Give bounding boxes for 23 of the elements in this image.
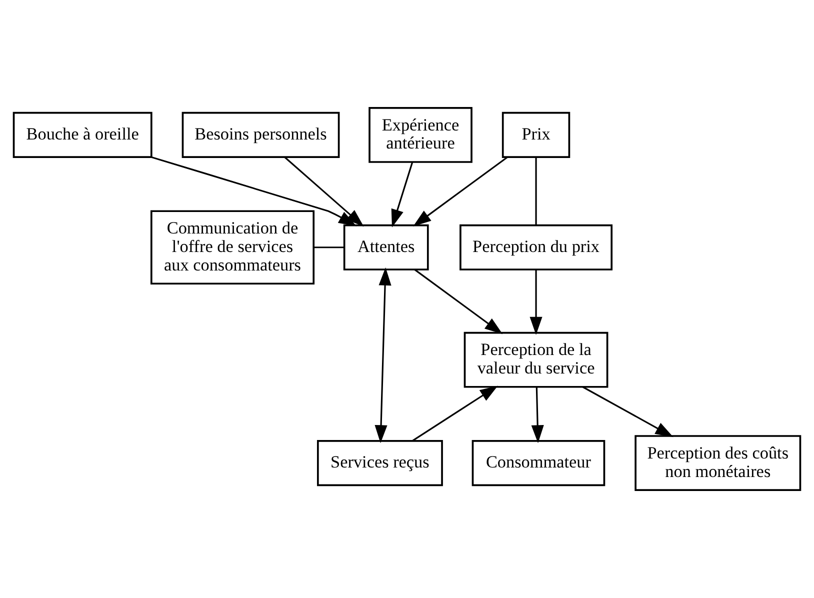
node-box: Communication de l'offre de services aux consommateurs xyxy=(150,210,315,285)
node-box: Perception des coûts non monétaires xyxy=(634,435,802,491)
node-box: Services reçus xyxy=(316,440,443,486)
arrow xyxy=(413,156,508,226)
node-box: Prix xyxy=(502,112,570,158)
node-box: Perception du prix xyxy=(460,224,613,270)
connector xyxy=(535,157,537,226)
arrow xyxy=(412,386,498,442)
arrow xyxy=(374,267,392,444)
node-box: Perception de la valeur du service xyxy=(464,332,608,388)
arrow xyxy=(582,386,674,438)
node-box: Expérience antérieure xyxy=(368,107,472,163)
node-box: Besoins personnels xyxy=(182,112,340,158)
arrow xyxy=(391,162,414,228)
arrow xyxy=(531,386,544,444)
arrow xyxy=(151,156,357,226)
arrow xyxy=(530,270,542,335)
node-box: Attentes xyxy=(343,224,429,270)
arrow xyxy=(284,156,364,227)
connector xyxy=(314,246,344,248)
node-box: Bouche à oreille xyxy=(12,112,152,158)
arrow xyxy=(414,268,503,334)
node-box: Consommateur xyxy=(472,440,606,486)
